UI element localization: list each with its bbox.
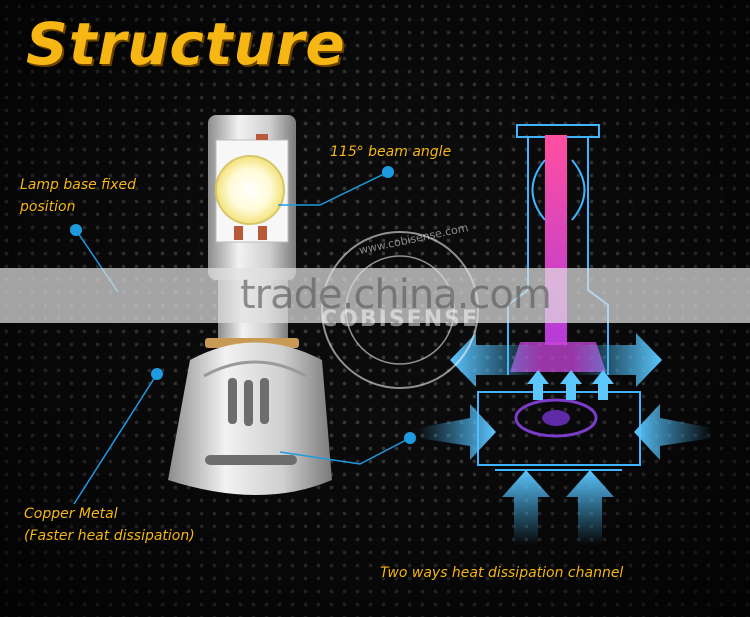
diagram-left-curve: [531, 159, 546, 221]
svg-text:www.cobisense.com: www.cobisense.com: [358, 221, 470, 257]
heatsink-vent-3: [260, 378, 269, 424]
led-contact-left: [234, 226, 243, 240]
arrow-in-left: [418, 404, 496, 460]
pointer-line-copper: [73, 373, 158, 505]
arrow-inner-2: [560, 370, 582, 400]
heatsink-slot: [205, 455, 297, 465]
pointer-dot-beam: [382, 166, 394, 178]
arrow-out-right: [572, 333, 662, 387]
arrow-inner-1: [527, 370, 549, 400]
led-chip: [215, 155, 285, 225]
beam-angle-label: 115° beam angle: [330, 144, 452, 160]
heatsink-vent-2: [244, 380, 253, 426]
heat-channel-label: Two ways heat dissipation channel: [380, 565, 624, 581]
watermark-text: trade.china.com: [240, 272, 552, 318]
copper-label-line2: (Faster heat dissipation): [24, 528, 195, 544]
pointer-lines: [73, 171, 411, 505]
led-contact-right: [258, 226, 267, 240]
svg-text:COBISENSE: COBISENSE: [321, 307, 479, 332]
watermark-band: [0, 268, 750, 323]
pointer-line-beam: [278, 171, 389, 206]
page-title: Structure: [26, 10, 346, 78]
arrow-out-left: [450, 333, 540, 387]
arrow-up-right: [566, 470, 614, 545]
arrow-in-right: [634, 404, 712, 460]
lamp-base-label-line1: Lamp base fixed: [20, 177, 137, 193]
led-contact-top: [256, 134, 268, 140]
diagram-fan-hub: [542, 410, 570, 426]
diagram-right-curve: [571, 159, 586, 221]
diagram-fan: [514, 398, 598, 438]
pointer-dot-copper: [151, 368, 163, 380]
pointer-line-heat: [279, 437, 411, 465]
pointer-dot-lamp-base: [70, 224, 82, 236]
arrow-up-left: [502, 470, 550, 545]
lamp-base-label-line2: position: [20, 199, 76, 215]
copper-label-line1: Copper Metal: [24, 506, 118, 522]
led-bulb: [168, 115, 332, 495]
arrow-inner-3: [592, 370, 614, 400]
heatsink-vent-1: [228, 378, 237, 424]
pointer-dot-heat: [404, 432, 416, 444]
